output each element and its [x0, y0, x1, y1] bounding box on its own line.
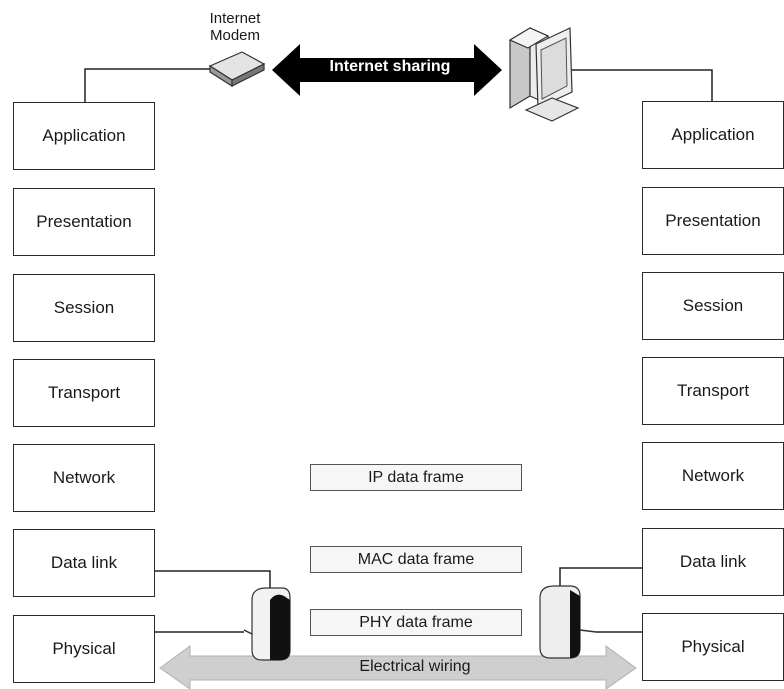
left-datalink-connector-line [155, 570, 271, 590]
powerline-adapter-icon [243, 587, 291, 661]
right-layer-transport: Transport [642, 357, 784, 425]
left-layer-presentation: Presentation [13, 188, 155, 256]
right-datalink-connector-line [559, 567, 642, 588]
modem-icon [208, 51, 266, 88]
right-layer-application: Application [642, 101, 784, 169]
modem-connector-line [84, 68, 213, 102]
left-layer-data-link: Data link [13, 529, 155, 597]
left-layer-transport: Transport [13, 359, 155, 427]
modem-label: Internet Modem [190, 10, 280, 44]
computer-connector-line [570, 69, 713, 101]
mac-data-frame: MAC data frame [310, 546, 522, 573]
powerline-adapter-icon [539, 585, 597, 659]
right-layer-data-link: Data link [642, 528, 784, 596]
left-layer-session: Session [13, 274, 155, 342]
right-layer-network: Network [642, 442, 784, 510]
ip-data-frame: IP data frame [310, 464, 522, 491]
right-layer-physical: Physical [642, 613, 784, 681]
internet-sharing-label: Internet sharing [329, 58, 451, 75]
left-layer-network: Network [13, 444, 155, 512]
phy-data-frame: PHY data frame [310, 609, 522, 636]
right-layer-presentation: Presentation [642, 187, 784, 255]
modem-label-line2: Modem [209, 27, 261, 44]
modem-label-line1: Internet [209, 10, 261, 27]
left-layer-application: Application [13, 102, 155, 170]
electrical-wiring-label: Electrical wiring [359, 658, 471, 675]
left-layer-physical: Physical [13, 615, 155, 683]
internet-sharing-arrow [272, 44, 502, 96]
desktop-computer-icon [508, 26, 580, 122]
right-layer-session: Session [642, 272, 784, 340]
